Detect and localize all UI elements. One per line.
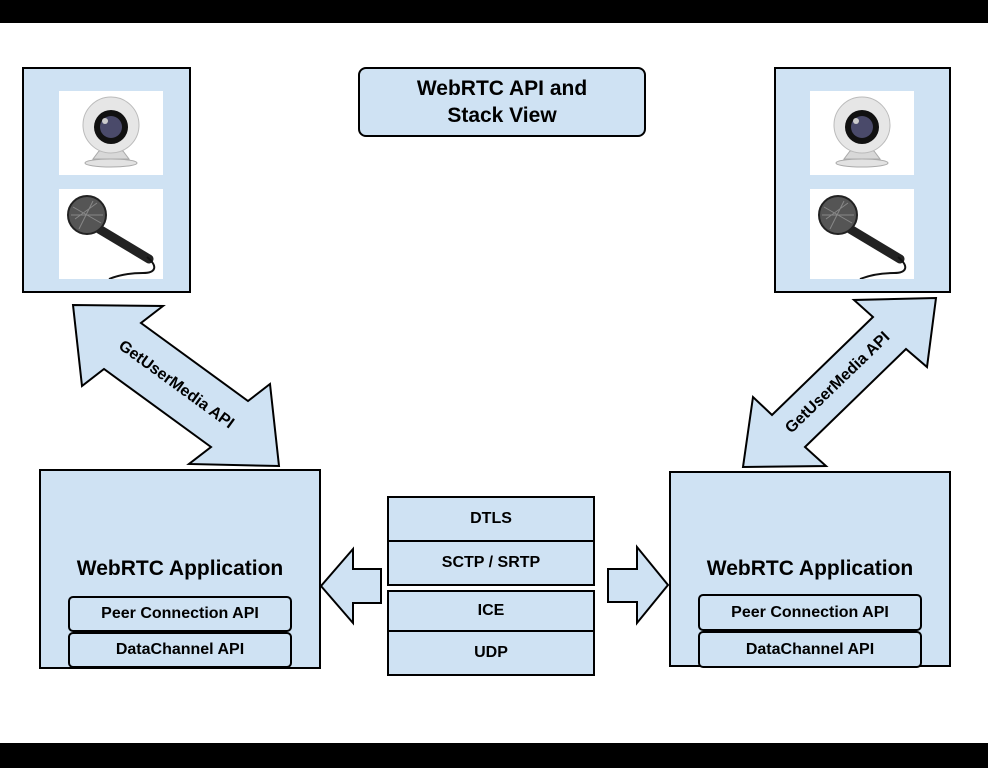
left-getusermedia-arrow (71, 303, 281, 468)
right-datachannel-api: DataChannel API (698, 631, 922, 668)
bottom-letterbox-bar (0, 743, 988, 768)
left-peer-connection-api: Peer Connection API (68, 596, 292, 632)
top-letterbox-bar (0, 0, 988, 23)
webcam-icon (810, 91, 914, 175)
diagram-title-line2: Stack View (447, 104, 557, 127)
diagram-title: WebRTC API and Stack View (358, 67, 646, 137)
right-getusermedia-arrow (741, 296, 938, 469)
left-datachannel-api: DataChannel API (68, 632, 292, 668)
left-block-arrow (319, 546, 382, 626)
left-media-devices-box (22, 67, 191, 293)
left-webrtc-application: WebRTC Application Peer Connection API D… (39, 469, 321, 669)
right-media-devices-box (774, 67, 951, 293)
stack-layer-udp: UDP (387, 630, 595, 676)
webcam-icon (59, 91, 163, 175)
right-block-arrow (607, 544, 670, 626)
left-app-title: WebRTC Application (76, 557, 284, 580)
microphone-icon (59, 189, 163, 280)
microphone-icon (810, 189, 914, 280)
right-webrtc-application: WebRTC Application Peer Connection API D… (669, 471, 951, 668)
diagram-title-line1: WebRTC API and (416, 77, 588, 100)
stack-layer-dtls: DTLS (387, 496, 595, 542)
right-app-title: WebRTC Application (706, 557, 914, 580)
stack-layer-sctp-srtp: SCTP / SRTP (387, 540, 595, 586)
right-getusermedia-label: GetUserMedia API (782, 329, 893, 437)
right-peer-connection-api: Peer Connection API (698, 594, 922, 631)
stack-layer-ice: ICE (387, 590, 595, 632)
